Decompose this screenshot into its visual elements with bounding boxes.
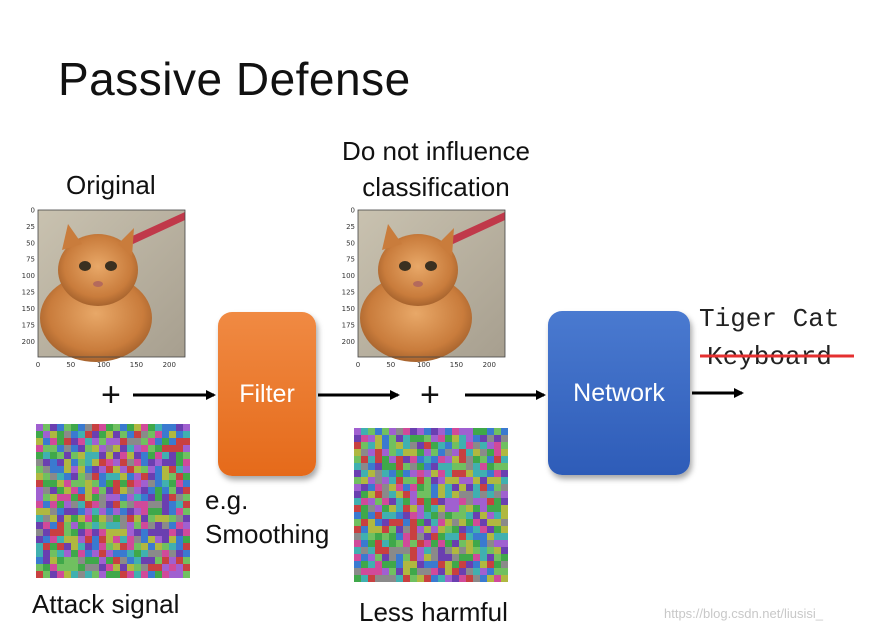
- y-tick-label: 0: [351, 207, 355, 215]
- y-tick-label: 25: [346, 223, 355, 231]
- x-tick-label: 200: [483, 361, 496, 369]
- y-tick-label: 200: [342, 338, 355, 346]
- filtered-cat-plot: 0 25 50 75 100 125 150 175 200 0 50 100 150 200: [342, 207, 506, 369]
- no-influence-label-line1: Do not influence: [342, 136, 530, 166]
- network-box: Network: [548, 311, 690, 475]
- no-influence-label-line2: classification: [362, 172, 510, 202]
- original-cat-plot: 0 25 50 75 100 125 150 175 200 0 50 100 150 200: [22, 207, 186, 369]
- y-tick-label: 50: [26, 239, 35, 247]
- smoothing-label: Smoothing: [205, 519, 330, 549]
- less-harmful-label: Less harmful: [359, 597, 508, 627]
- y-tick-label: 175: [22, 321, 35, 329]
- y-tick-label: 175: [342, 321, 355, 329]
- y-tick-label: 150: [22, 305, 35, 313]
- y-tick-label: 150: [342, 305, 355, 313]
- strikethrough-line: [700, 354, 854, 358]
- y-tick-label: 100: [342, 272, 355, 280]
- watermark: https://blog.csdn.net/liusisi_: [664, 606, 823, 621]
- less-harmful-noise: [354, 428, 508, 582]
- y-tick-label: 75: [346, 256, 355, 264]
- x-tick-label: 0: [36, 361, 40, 369]
- plus-sign-left: +: [101, 376, 121, 414]
- x-tick-label: 100: [97, 361, 110, 369]
- x-tick-label: 200: [163, 361, 176, 369]
- x-tick-label: 150: [130, 361, 143, 369]
- slide-title: Passive Defense: [58, 53, 411, 105]
- y-tick-label: 50: [346, 239, 355, 247]
- x-tick-label: 100: [417, 361, 430, 369]
- attack-signal-noise: [36, 424, 190, 578]
- y-tick-label: 200: [22, 338, 35, 346]
- attack-signal-label: Attack signal: [32, 589, 180, 619]
- y-tick-label: 0: [31, 207, 35, 215]
- original-label: Original: [66, 170, 156, 200]
- x-tick-label: 50: [66, 361, 75, 369]
- filter-box: Filter: [218, 312, 316, 476]
- y-tick-label: 75: [26, 256, 35, 264]
- y-tick-label: 125: [22, 289, 35, 297]
- y-tick-label: 125: [342, 289, 355, 297]
- x-tick-label: 0: [356, 361, 360, 369]
- plus-sign-right: +: [420, 376, 440, 414]
- y-tick-label: 100: [22, 272, 35, 280]
- filter-label: Filter: [239, 379, 295, 408]
- eg-label: e.g.: [205, 485, 249, 515]
- output-correct-label: Tiger Cat: [699, 304, 840, 334]
- network-label: Network: [573, 378, 665, 407]
- y-tick-label: 25: [26, 223, 35, 231]
- x-tick-label: 150: [450, 361, 463, 369]
- x-tick-label: 50: [386, 361, 395, 369]
